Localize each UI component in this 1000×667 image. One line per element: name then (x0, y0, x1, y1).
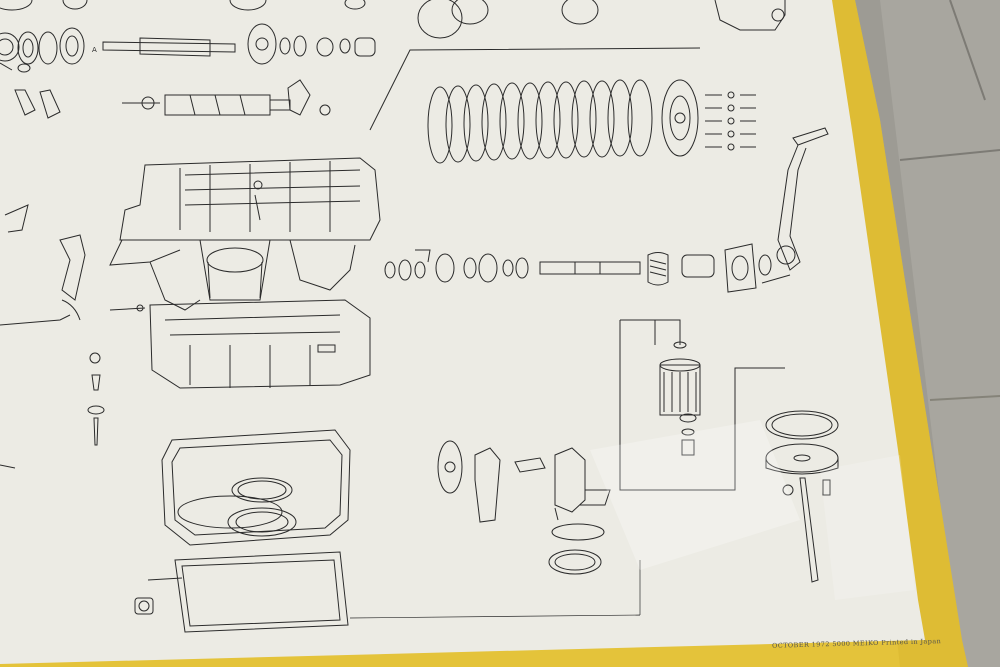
callout-letter: A (92, 46, 97, 54)
kick-starter-lever (761, 127, 829, 284)
leader-lines (349, 560, 641, 619)
oil-filter (619, 319, 839, 583)
paper-glare (590, 420, 915, 600)
shift-linkage (0, 204, 105, 469)
poster-paper (0, 0, 925, 664)
clutch-plate-stack (369, 0, 786, 164)
oil-pan (134, 429, 351, 633)
shift-drum (122, 79, 331, 116)
oil-pump (437, 440, 611, 575)
kick-shaft-assembly (384, 243, 772, 293)
gear-shaft-assembly (0, 0, 376, 119)
upper-crankcase (109, 157, 381, 311)
lower-crankcase (109, 299, 371, 389)
